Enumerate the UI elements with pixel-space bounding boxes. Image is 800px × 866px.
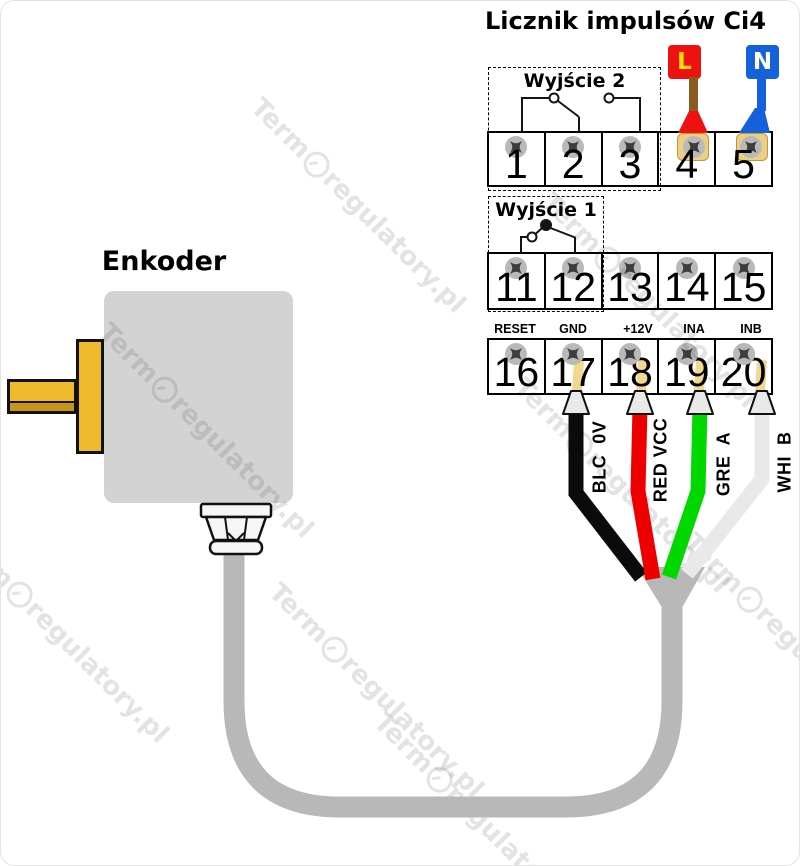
terminal-cell-17: 17 — [546, 340, 603, 393]
screw-icon — [562, 136, 585, 158]
terminal-number: 4 — [675, 141, 699, 187]
encoder-shaft — [7, 379, 77, 414]
screw-icon — [618, 343, 641, 365]
wire-label-black: BLC 0V — [589, 420, 610, 494]
terminal-cell-18: 18 — [603, 340, 660, 393]
watermark: Termregulatory.pl — [262, 577, 490, 805]
screw-icon — [675, 343, 698, 365]
screw-icon — [618, 257, 641, 279]
terminal-cell-12: 12 — [546, 254, 603, 308]
watermark: Termregulatory.pl — [244, 92, 472, 320]
terminal-number: 2 — [561, 141, 585, 187]
neutral-cone-blue — [739, 108, 770, 133]
neutral-letter: N — [752, 49, 773, 75]
watermark: Termregulatory.pl — [0, 522, 175, 750]
terminal-cell-15: 15 — [716, 254, 771, 308]
terminal-number: 13 — [607, 264, 653, 310]
screw-icon — [505, 257, 528, 279]
terminal-number: 15 — [720, 264, 767, 310]
screw-icon — [732, 343, 755, 365]
terminal-number: 1 — [504, 141, 528, 187]
terminal-strip-bottom: 16 17 18 19 20 — [487, 338, 773, 395]
terminal-cell-5: 5 — [716, 133, 771, 185]
live-cone-red — [678, 111, 708, 133]
screw-icon — [505, 136, 528, 158]
output2-label: Wyjście 2 — [523, 70, 626, 92]
pin-label-12v: +12V — [623, 322, 653, 336]
terminal-cell-14: 14 — [659, 254, 717, 310]
terminal-cell-4: 4 — [659, 133, 717, 187]
watermark: Termregulatory.pl — [677, 527, 800, 755]
terminal-number: 16 — [493, 349, 540, 395]
wire-label-green: GRE A — [713, 431, 734, 497]
screw-icon — [732, 257, 755, 279]
wire-label-red: RED VCC — [650, 417, 671, 503]
terminal-cell-16: 16 — [489, 340, 546, 393]
terminal-strip-middle: 11 12 13 14 15 — [487, 252, 773, 310]
neutral-wire-blue — [757, 77, 766, 111]
encoder-shaft-keyway — [10, 401, 74, 411]
terminal-cell-3: 3 — [603, 133, 660, 185]
terminal-strip-top: 1 2 3 4 5 — [487, 131, 773, 187]
encoder-label: Enkoder — [101, 246, 227, 277]
pin-label-gnd: GND — [559, 322, 587, 336]
encoder-body — [104, 291, 293, 503]
screw-icon — [618, 136, 641, 158]
terminal-cell-19: 19 — [659, 340, 717, 393]
terminal-cell-13: 13 — [603, 254, 660, 308]
terminal-cell-2: 2 — [546, 133, 603, 185]
screw-icon — [505, 343, 528, 365]
page-title: Licznik impulsów Ci4 — [485, 7, 766, 35]
terminal-cell-1: 1 — [489, 133, 546, 185]
wire-label-white: WHI B — [774, 431, 795, 493]
screw-icon — [675, 257, 698, 279]
terminal-cell-20: 20 — [716, 340, 771, 393]
cable-gland — [199, 502, 273, 556]
terminal-number: 5 — [732, 141, 755, 187]
output1-label: Wyjście 1 — [495, 199, 597, 221]
terminal-number: 11 — [495, 264, 538, 310]
output2-dashed-box — [488, 67, 661, 191]
encoder-flange — [76, 339, 104, 454]
live-wire-brown — [689, 77, 698, 114]
live-terminal-tag: L — [668, 45, 701, 79]
live-letter: L — [677, 49, 692, 75]
screw-icon — [562, 343, 585, 365]
terminal-cell-11: 11 — [489, 254, 546, 308]
terminal-number: 12 — [550, 264, 596, 310]
screw-icon — [739, 136, 762, 158]
pin-label-reset: RESET — [494, 322, 536, 336]
pin-label-inb: INB — [740, 322, 762, 336]
pin-label-ina: INA — [683, 322, 705, 336]
neutral-terminal-tag: N — [746, 45, 779, 79]
screw-icon — [682, 136, 705, 158]
terminal-number: 3 — [618, 141, 642, 187]
screw-icon — [562, 257, 585, 279]
terminal-number: 14 — [663, 264, 710, 310]
